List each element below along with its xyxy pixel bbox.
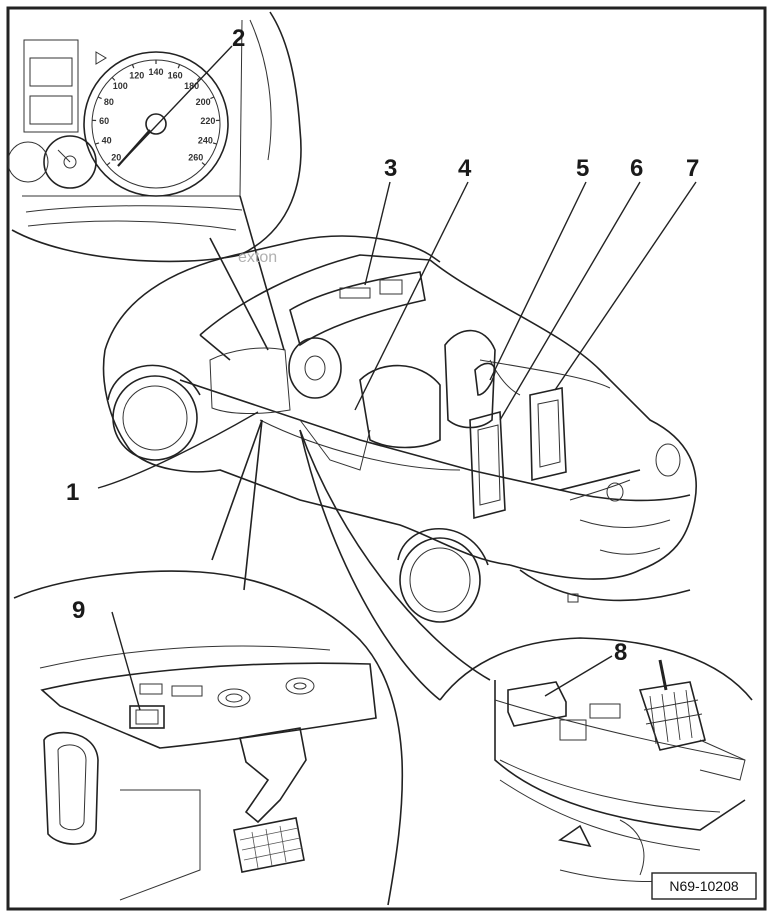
speedometer-tick-label: 140 (148, 67, 163, 77)
speedometer-tick-label: 180 (184, 81, 199, 91)
border (6, 6, 767, 911)
leader-lines (97, 45, 697, 711)
speedometer-tick-mark (177, 64, 181, 69)
watermark: exton (238, 249, 277, 266)
speedometer-tick-mark (196, 76, 201, 81)
speedometer-tick-mark (131, 64, 135, 69)
speedometer-tick-mark (106, 162, 111, 166)
speedometer-tick-label: 20 (111, 152, 121, 162)
speedometer-tick-label: 160 (168, 71, 183, 81)
speedometer-tick-label: 80 (104, 97, 114, 107)
speedometer-tick-mark (201, 162, 206, 166)
speedometer-tick-label: 200 (196, 97, 211, 107)
speedometer (83, 51, 229, 197)
speedometer-tick-label: 40 (102, 135, 112, 145)
speedometer-tick-mark (212, 142, 217, 145)
figure-reference: N69-10208 (651, 872, 757, 900)
speedometer-tick-mark (95, 142, 100, 145)
figure-ref-label: N69-10208 (669, 878, 738, 894)
callout-7: 7 (686, 155, 699, 182)
callout-6: 6 (630, 155, 643, 182)
speedometer-tick-label: 220 (200, 116, 215, 126)
callout-labels: 1 2 3 4 5 6 7 8 9 (66, 25, 699, 666)
callout-9: 9 (72, 597, 85, 624)
inset-pointers (209, 195, 491, 701)
speedometer-tick-label: 260 (188, 152, 203, 162)
callout-8: 8 (614, 639, 627, 666)
speedometer-tick-label: 120 (129, 71, 144, 81)
callout-3: 3 (384, 155, 397, 182)
speedometer-tick-label: 60 (99, 116, 109, 126)
callout-4: 4 (458, 155, 472, 182)
center-console-inset (439, 637, 753, 883)
callout-5: 5 (576, 155, 589, 182)
speedometer-tick-mark (97, 96, 102, 100)
speedometer-tick-label: 240 (198, 135, 213, 145)
callout-1: 1 (66, 479, 79, 506)
callout-2: 2 (232, 25, 245, 52)
turn-signal-icon (95, 51, 107, 65)
steering-wheel (288, 337, 342, 399)
speedometer-tick-label: 100 (113, 81, 128, 91)
car-body (102, 235, 697, 623)
speedometer-tick-mark (210, 96, 215, 100)
seat-components (469, 362, 567, 520)
pedal-area-inset (13, 570, 404, 906)
speedometer-tick-mark (111, 76, 116, 81)
